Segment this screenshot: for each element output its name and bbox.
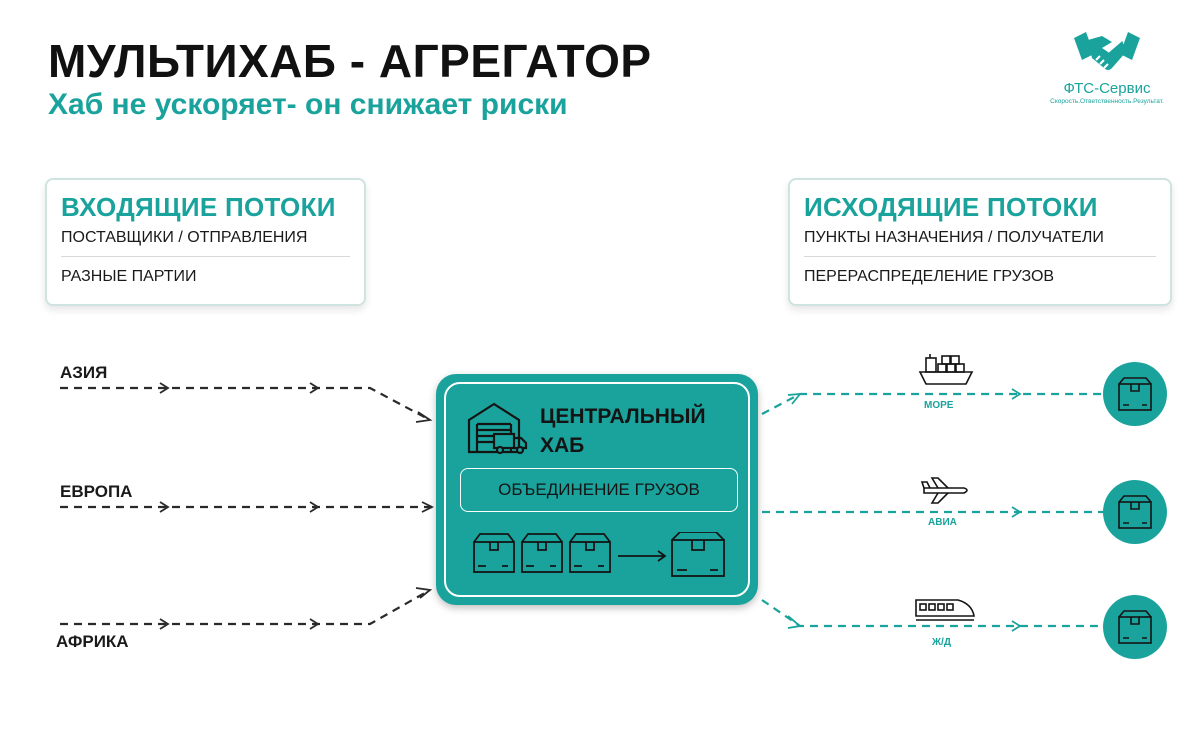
large-box-icon — [671, 532, 725, 577]
arrow-mark — [159, 501, 170, 513]
arrow-mark — [1011, 620, 1022, 632]
box-icon — [569, 533, 611, 573]
logo-name: ФТС-Сервис — [1063, 80, 1151, 97]
region-label-europe: ЕВРОПА — [60, 482, 133, 501]
arrow-mark — [787, 392, 803, 405]
arrow-mark — [309, 382, 320, 394]
incoming-flows-box: ВХОДЯЩИЕ ПОТОКИ ПОСТАВЩИКИ / ОТПРАВЛЕНИЯ… — [45, 178, 366, 306]
inflow-africa-line — [60, 589, 431, 626]
company-logo: ФТС-Сервис Скорость.Ответственность.Резу… — [1036, 26, 1178, 112]
arrow-mark — [1011, 506, 1022, 518]
warehouse-icon — [467, 402, 528, 455]
region-label-africa: АФРИКА — [56, 632, 129, 651]
arrow-mark — [159, 618, 170, 630]
logo-tagline: Скорость.Ответственность.Результат. — [1050, 98, 1164, 105]
ship-icon — [918, 354, 974, 385]
box-icon — [1118, 610, 1152, 644]
page-title: МУЛЬТИХАБ - АГРЕГАТОР — [48, 35, 652, 87]
destination-rail — [1103, 595, 1167, 659]
divider — [804, 256, 1156, 257]
box-icon — [473, 533, 515, 573]
hub-title: ЦЕНТРАЛЬНЫЙ ХАБ — [540, 405, 706, 457]
consolidation-label: ОБЪЕДИНЕНИЕ ГРУЗОВ — [460, 468, 738, 512]
handshake-icon — [1074, 32, 1140, 70]
outgoing-line1: ПУНКТЫ НАЗНАЧЕНИЯ / ПОЛУЧАТЕЛИ — [804, 229, 1104, 246]
mode-label-rail: Ж/Д — [932, 637, 951, 648]
arrow-mark — [309, 618, 320, 630]
arrow-head — [421, 501, 435, 513]
train-icon — [915, 599, 975, 621]
central-hub: ЦЕНТРАЛЬНЫЙ ХАБ ОБЪЕДИНЕНИЕ ГРУЗОВ — [436, 374, 758, 605]
outgoing-title: ИСХОДЯЩИЕ ПОТОКИ — [804, 192, 1098, 222]
arrow-mark — [309, 501, 320, 513]
incoming-line1: ПОСТАВЩИКИ / ОТПРАВЛЕНИЯ — [61, 229, 308, 246]
box-icon — [521, 533, 563, 573]
box-icon — [1118, 377, 1152, 411]
box-consolidation-graphic — [473, 532, 725, 577]
incoming-title: ВХОДЯЩИЕ ПОТОКИ — [61, 192, 336, 222]
page-subtitle: Хаб не ускоряет- он снижает риски — [48, 88, 568, 121]
box-icon — [1118, 495, 1152, 529]
arrow-head — [415, 587, 433, 599]
outgoing-line2: ПЕРЕРАСПРЕДЕЛЕНИЕ ГРУЗОВ — [804, 268, 1055, 285]
arrow-mark — [1011, 388, 1022, 400]
arrow-mark — [787, 615, 803, 629]
region-label-asia: АЗИЯ — [60, 363, 108, 382]
destination-sea — [1103, 362, 1167, 426]
outgoing-flows-box: ИСХОДЯЩИЕ ПОТОКИ ПУНКТЫ НАЗНАЧЕНИЯ / ПОЛ… — [788, 178, 1172, 306]
arrow-mark — [159, 382, 170, 394]
inflow-asia-line — [60, 386, 431, 421]
incoming-line2: РАЗНЫЕ ПАРТИИ — [61, 268, 197, 285]
arrow-head — [415, 411, 433, 423]
divider — [61, 256, 350, 257]
mode-label-air: АВИА — [928, 517, 957, 528]
mode-label-sea: МОРЕ — [924, 400, 954, 411]
hub-frame — [444, 382, 750, 597]
plane-icon — [920, 477, 968, 504]
arrow-right-icon — [618, 550, 667, 562]
destination-air — [1103, 480, 1167, 544]
